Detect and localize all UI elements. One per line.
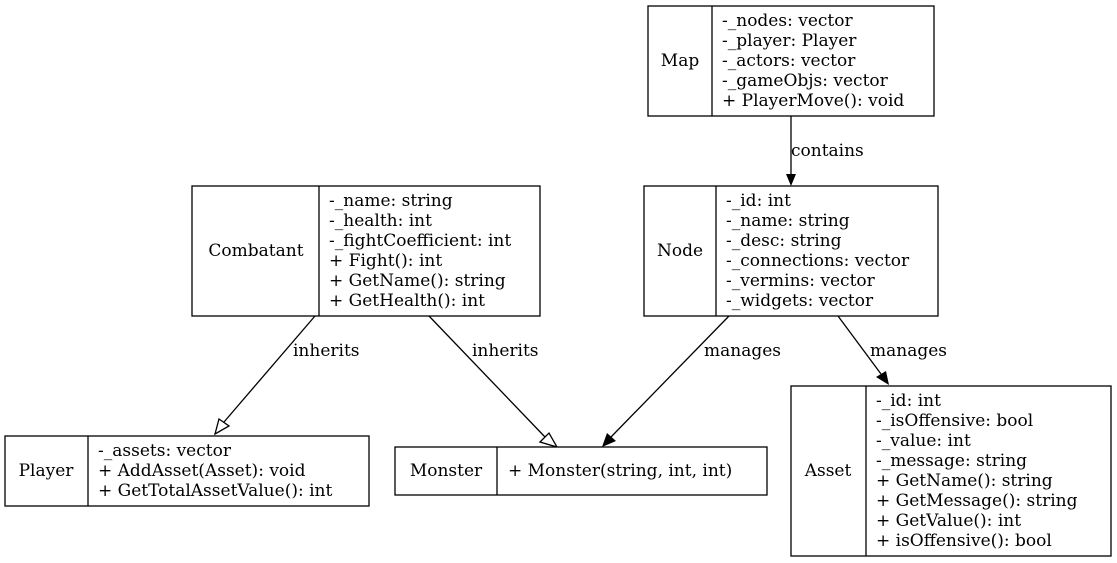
class-asset[interactable]: Asset -_id: int -_isOffensive: bool -_va… xyxy=(790,385,1112,557)
member: + AddAsset(Asset): void xyxy=(98,461,306,481)
arrowhead-hollow-triangle xyxy=(213,417,231,436)
member: + Monster(string, int, int) xyxy=(508,461,732,481)
edge-combatant-inherits-player: inherits xyxy=(213,315,360,436)
arrowhead-hollow-triangle xyxy=(538,431,559,449)
member: + PlayerMove(): void xyxy=(722,91,904,111)
member: -_name: string xyxy=(329,191,453,211)
arrowhead-filled xyxy=(602,433,616,447)
member: + isOffensive(): bool xyxy=(876,531,1052,551)
edge-label-inherits-monster: inherits xyxy=(472,341,539,361)
class-name-node: Node xyxy=(657,241,703,261)
class-name-asset: Asset xyxy=(804,461,852,481)
class-map[interactable]: Map -_nodes: vector -_player: Player -_a… xyxy=(647,5,935,117)
member: -_widgets: vector xyxy=(726,291,874,311)
member: -_player: Player xyxy=(722,31,857,51)
edge-combatant-inherits-monster: inherits xyxy=(428,315,559,449)
class-name-map: Map xyxy=(661,51,700,71)
member: -_connections: vector xyxy=(726,251,910,271)
member: -_health: int xyxy=(329,211,432,231)
edge-label-contains: contains xyxy=(791,141,864,161)
edge-node-manages-monster: manages xyxy=(602,315,781,447)
member: -_value: int xyxy=(876,431,971,451)
member: -_name: string xyxy=(726,211,850,231)
member: -_nodes: vector xyxy=(722,11,853,31)
edge-node-manages-asset: manages xyxy=(837,315,947,385)
member: + GetName(): string xyxy=(329,271,506,291)
member: -_desc: string xyxy=(726,231,842,251)
member: -_isOffensive: bool xyxy=(876,411,1033,431)
class-name-combatant: Combatant xyxy=(208,241,303,261)
edge-map-contains-node: contains xyxy=(786,116,864,186)
class-name-player: Player xyxy=(19,461,75,481)
member: + GetValue(): int xyxy=(876,511,1021,531)
member: -_actors: vector xyxy=(722,51,856,71)
class-player[interactable]: Player -_assets: vector + AddAsset(Asset… xyxy=(4,435,370,507)
member: -_vermins: vector xyxy=(726,271,876,291)
arrowhead-filled xyxy=(876,371,889,385)
member: -_assets: vector xyxy=(98,441,232,461)
member: + GetHealth(): int xyxy=(329,291,485,311)
member: + Fight(): int xyxy=(329,251,442,271)
member: -_id: int xyxy=(876,391,941,411)
member: + GetName(): string xyxy=(876,471,1053,491)
member: -_id: int xyxy=(726,191,791,211)
class-name-monster: Monster xyxy=(410,461,483,481)
member: + GetTotalAssetValue(): int xyxy=(98,481,332,501)
member: -_gameObjs: vector xyxy=(722,71,889,91)
arrowhead-filled xyxy=(786,174,796,186)
member: -_message: string xyxy=(876,451,1027,471)
member: + GetMessage(): string xyxy=(876,491,1078,511)
edge-label-manages-asset: manages xyxy=(870,341,947,361)
class-monster[interactable]: Monster + Monster(string, int, int) xyxy=(394,446,768,496)
member: -_fightCoefficient: int xyxy=(329,231,511,251)
edge-label-inherits-player: inherits xyxy=(293,341,360,361)
edge-label-manages-monster: manages xyxy=(704,341,781,361)
class-node[interactable]: Node -_id: int -_name: string -_desc: st… xyxy=(643,185,939,317)
class-combatant[interactable]: Combatant -_name: string -_health: int -… xyxy=(191,185,541,317)
